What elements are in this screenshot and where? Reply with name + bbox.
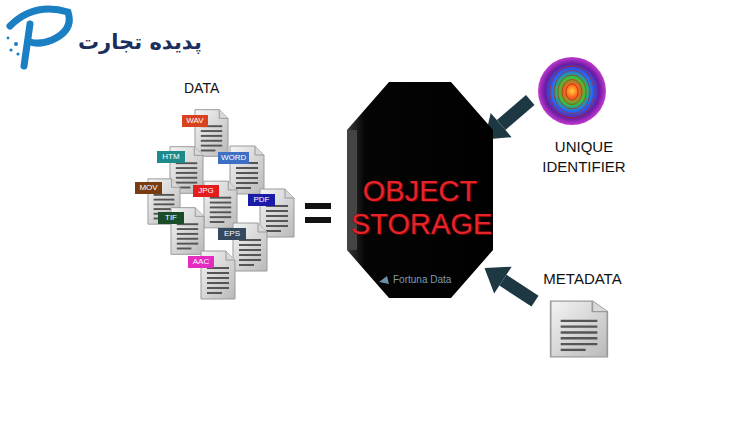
block-arrow: [485, 267, 536, 301]
storage-octagon: OBJECT STORAGE Fortuna Data: [345, 80, 495, 300]
file-type-tag: JPG: [193, 185, 219, 197]
file-type-tag: AAC: [188, 256, 214, 268]
identifier-item: UNIQUE IDENTIFIER: [528, 55, 640, 180]
metadata-item: METADATA: [535, 268, 630, 360]
fingerprint-icon: [536, 55, 608, 127]
file-type-tag: TIF: [158, 212, 184, 224]
file-icons: [148, 110, 294, 299]
equals-sign: [305, 203, 331, 223]
node-label: METADATA: [535, 270, 630, 288]
file-type-tag: WAV: [182, 115, 208, 127]
document-icon: [549, 300, 609, 358]
file-type-tag: HTM: [157, 151, 185, 163]
file-type-tag: PDF: [248, 194, 275, 206]
logo-text: پدیده تجارت: [78, 30, 202, 54]
node-title: OBJECT STORAGE: [351, 175, 489, 241]
file-type-tag: MOV: [135, 182, 162, 194]
file-type-tag: WORD: [218, 152, 249, 164]
logo-mark: [7, 9, 70, 66]
file-type-tag: EPS: [218, 228, 246, 240]
section-label: DATA: [184, 80, 219, 96]
node-label: UNIQUE IDENTIFIER: [528, 137, 640, 177]
brand-text: Fortuna Data: [393, 274, 451, 286]
